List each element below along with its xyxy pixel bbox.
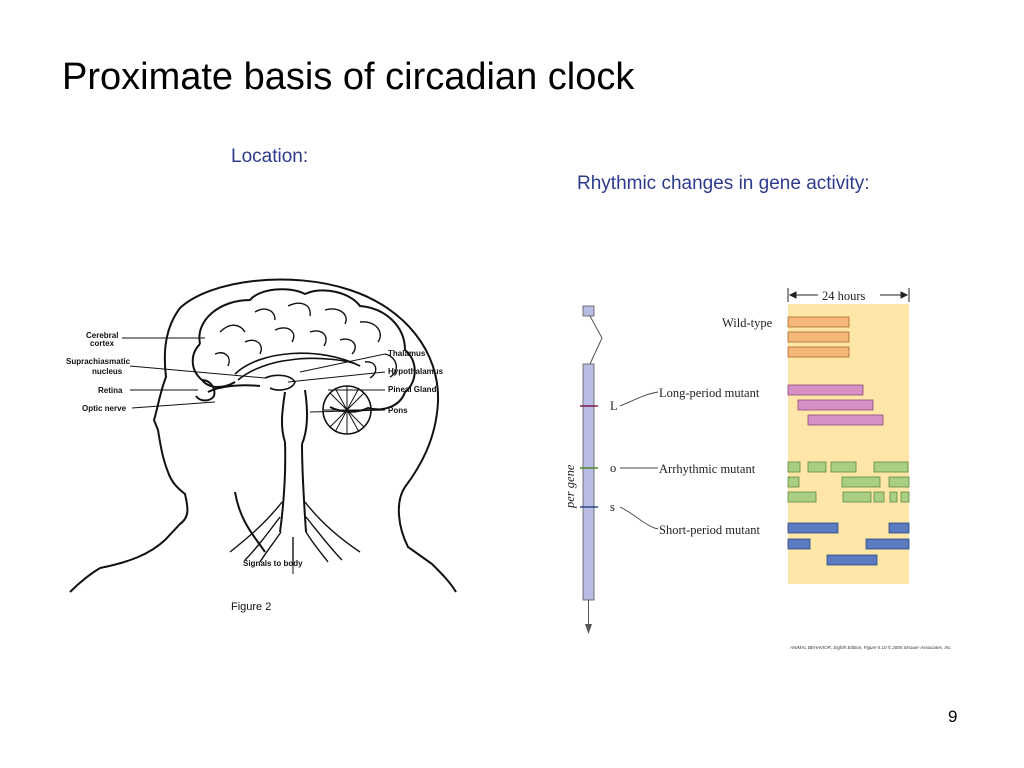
activity-bar-arrhythmic-mutant-7 bbox=[788, 492, 816, 502]
activity-bar-short-period-mutant-4 bbox=[827, 555, 877, 565]
activity-bar-short-period-mutant-1 bbox=[889, 523, 909, 533]
label-optic-nerve: Optic nerve bbox=[82, 404, 127, 413]
activity-bar-arrhythmic-mutant-0 bbox=[788, 462, 800, 472]
axis-arrow bbox=[585, 624, 592, 634]
row-label-wild-type: Wild-type bbox=[722, 316, 773, 330]
brain-outer bbox=[199, 289, 414, 412]
label-thalamus: Thalamus bbox=[388, 349, 426, 358]
activity-bar-wild-type-2 bbox=[788, 347, 849, 357]
row-label-arrhythmic: Arrhythmic mutant bbox=[659, 462, 756, 476]
page-number: 9 bbox=[948, 707, 957, 727]
brainstem bbox=[282, 390, 307, 444]
activity-bar-long-period-mutant-2 bbox=[808, 415, 883, 425]
activity-bar-short-period-mutant-3 bbox=[866, 539, 909, 549]
activity-bar-long-period-mutant-0 bbox=[788, 385, 863, 395]
label-scn-1: Suprachiasmatic bbox=[66, 357, 131, 366]
activity-bar-arrhythmic-mutant-9 bbox=[874, 492, 884, 502]
figure-credit: ANIMAL BEHAVIOR, Eighth Edition, Figure … bbox=[789, 644, 952, 650]
activity-bar-short-period-mutant-0 bbox=[788, 523, 838, 533]
label-scn-2: nucleus bbox=[92, 367, 123, 376]
label-signals-to-body: Signals to body bbox=[243, 559, 303, 568]
row-label-long-period: Long-period mutant bbox=[659, 386, 760, 400]
label-cerebral-cortex-2: cortex bbox=[90, 339, 115, 348]
label-retina: Retina bbox=[98, 386, 123, 395]
figure-caption: Figure 2 bbox=[231, 601, 271, 613]
location-label: Location: bbox=[231, 146, 308, 168]
activity-bar-arrhythmic-mutant-5 bbox=[842, 477, 880, 487]
row-label-short-period: Short-period mutant bbox=[659, 523, 761, 537]
activity-bar-arrhythmic-mutant-11 bbox=[901, 492, 909, 502]
activity-bar-arrhythmic-mutant-3 bbox=[874, 462, 908, 472]
activity-bar-arrhythmic-mutant-1 bbox=[808, 462, 826, 472]
activity-bar-arrhythmic-mutant-8 bbox=[843, 492, 871, 502]
label-hypothalamus: Hypothalamus bbox=[388, 367, 444, 376]
gene-axis-label: per gene bbox=[563, 464, 577, 509]
slide-title: Proximate basis of circadian clock bbox=[62, 56, 634, 99]
period-label: 24 hours bbox=[822, 289, 866, 303]
gene-top-box bbox=[583, 306, 594, 316]
activity-bar-long-period-mutant-1 bbox=[798, 400, 873, 410]
activity-bar-short-period-mutant-2 bbox=[788, 539, 810, 549]
marker-L: L bbox=[610, 399, 618, 413]
activity-bar-arrhythmic-mutant-10 bbox=[890, 492, 897, 502]
gene-activity-diagram: 24 hours per gene L o s Wild-type Long-p… bbox=[560, 282, 980, 654]
marker-s: s bbox=[610, 500, 615, 514]
activity-bar-wild-type-1 bbox=[788, 332, 849, 342]
per-gene-bar bbox=[583, 364, 594, 600]
label-pons: Pons bbox=[388, 406, 408, 415]
label-pineal-gland: Pineal Gland bbox=[388, 385, 437, 394]
brain-diagram: Cerebral cortex Suprachiasmatic nucleus … bbox=[60, 262, 460, 632]
spinal-cord bbox=[280, 442, 306, 532]
activity-bar-wild-type-0 bbox=[788, 317, 849, 327]
activity-bar-arrhythmic-mutant-2 bbox=[831, 462, 856, 472]
activity-bar-arrhythmic-mutant-6 bbox=[889, 477, 909, 487]
rhythm-label: Rhythmic changes in gene activity: bbox=[577, 173, 870, 195]
activity-bar-arrhythmic-mutant-4 bbox=[788, 477, 799, 487]
marker-o: o bbox=[610, 461, 616, 475]
